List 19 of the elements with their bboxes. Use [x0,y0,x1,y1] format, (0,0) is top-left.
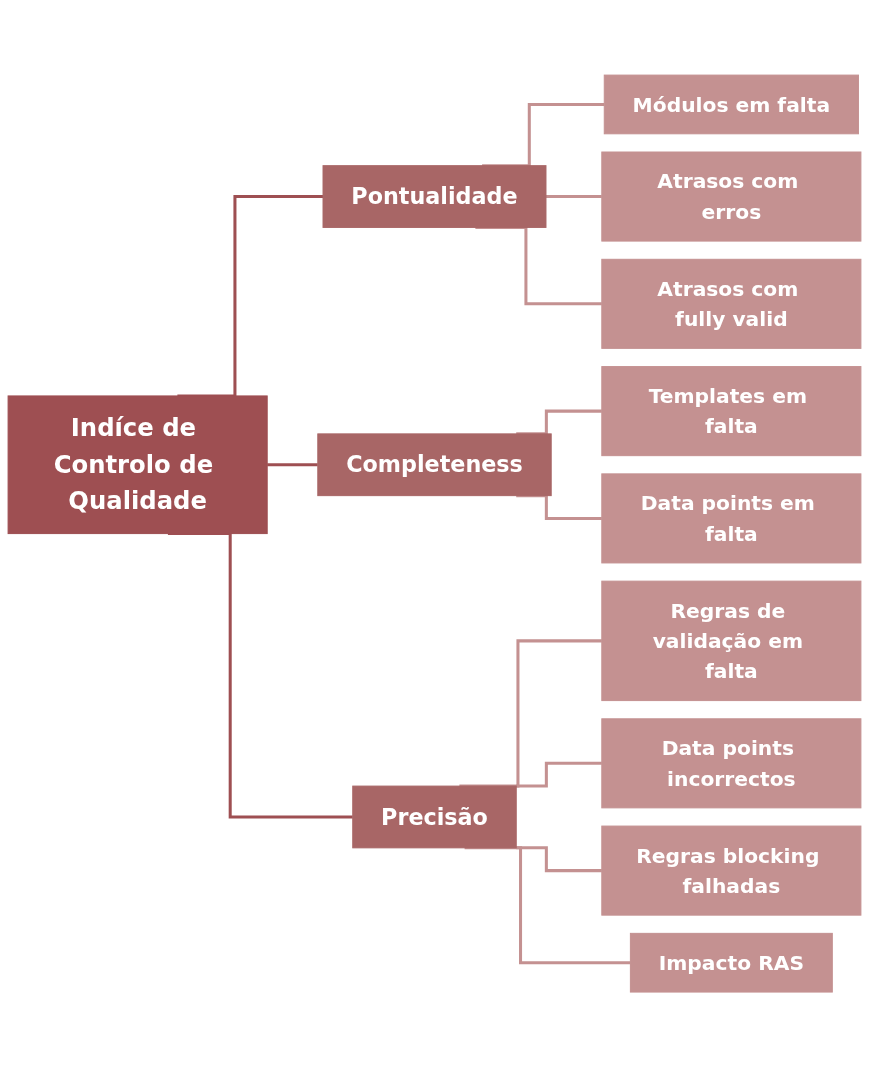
connector [177,195,324,398]
node-box: Pontualidade [322,165,547,229]
node-box: Templates em falta [601,366,862,457]
node-box: Data points em falta [601,473,862,564]
node-box: Módulos em falta [603,75,859,135]
connector [482,103,605,168]
connector [267,463,318,467]
node-box: Atrasos com erros [601,151,862,242]
connector [516,410,602,436]
node-box: Regras blocking falhadas [601,826,862,917]
connector [516,762,602,789]
node-box: Impacto RAS [629,933,833,993]
node-box: Precisão [352,786,517,849]
node-box: Data points incorrectos [601,718,862,809]
node-box: Regras de validação em falta [601,581,862,702]
node-box: Atrasos com fully valid [601,259,862,350]
node-box: Completeness [317,433,552,497]
connector [545,195,602,199]
node-box: Indíce de Controlo de Qualidade [7,395,268,535]
